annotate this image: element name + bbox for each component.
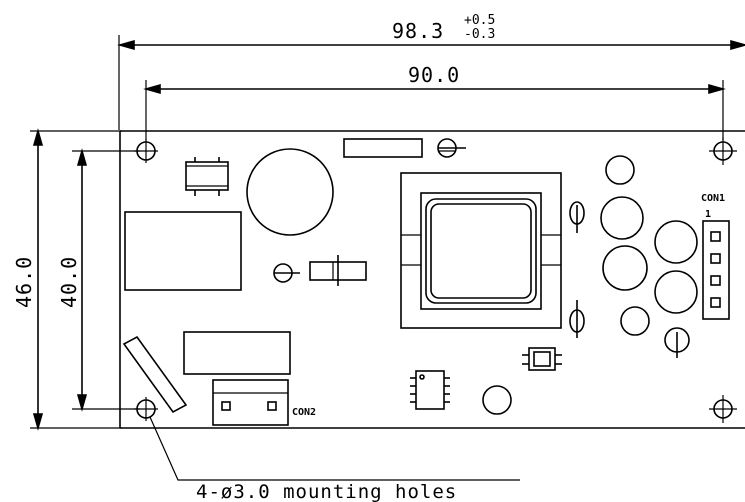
filter-block-bottom (183, 331, 291, 375)
small-capacitor-bottom (482, 385, 512, 415)
mounting-hole-leader (149, 416, 520, 481)
con1-label: CON1 (701, 193, 725, 204)
bulk-capacitor (246, 148, 334, 236)
fuse (122, 335, 188, 414)
hole-spacing-height-dimension: 40.0 (57, 148, 140, 412)
tolerance-minus: -0.3 (464, 27, 495, 42)
transistor-right-lower (569, 300, 585, 338)
transistor-top (437, 138, 466, 158)
con2-label: CON2 (292, 407, 316, 418)
ic-bottom (410, 370, 450, 410)
hole-spacing-width-value: 90.0 (408, 63, 460, 87)
diode-middle (309, 255, 367, 286)
small-ic-top-left (185, 157, 229, 196)
mounting-hole-bottom-right (709, 395, 737, 423)
transistor-middle (273, 263, 300, 283)
smd-component (522, 347, 562, 371)
overall-height-dimension: 46.0 (12, 128, 122, 431)
transistor-right-upper (569, 201, 585, 233)
hole-spacing-height-value: 40.0 (57, 256, 81, 308)
mounting-holes-note: 4-ø3.0 mounting holes (196, 481, 457, 502)
con2-connector: CON2 (212, 379, 316, 426)
mounting-hole-bottom-left (134, 397, 158, 421)
overall-width-value: 98.3 (392, 19, 444, 43)
resistor-top (343, 138, 423, 158)
filter-block-left (124, 211, 242, 291)
con1-connector: CON1 1 (701, 193, 730, 320)
mounting-hole-top-right (709, 137, 737, 165)
mounting-hole-top-left (134, 139, 158, 163)
overall-width-dimension: 98.3 +0.5 -0.3 (117, 13, 745, 130)
hole-spacing-width-dimension: 90.0 (143, 63, 726, 140)
pcb-outline (119, 130, 745, 429)
transformer (400, 172, 562, 329)
tolerance-plus: +0.5 (464, 13, 495, 28)
output-capacitors (600, 155, 698, 358)
con1-pin1-label: 1 (705, 209, 711, 220)
overall-height-value: 46.0 (12, 256, 36, 308)
